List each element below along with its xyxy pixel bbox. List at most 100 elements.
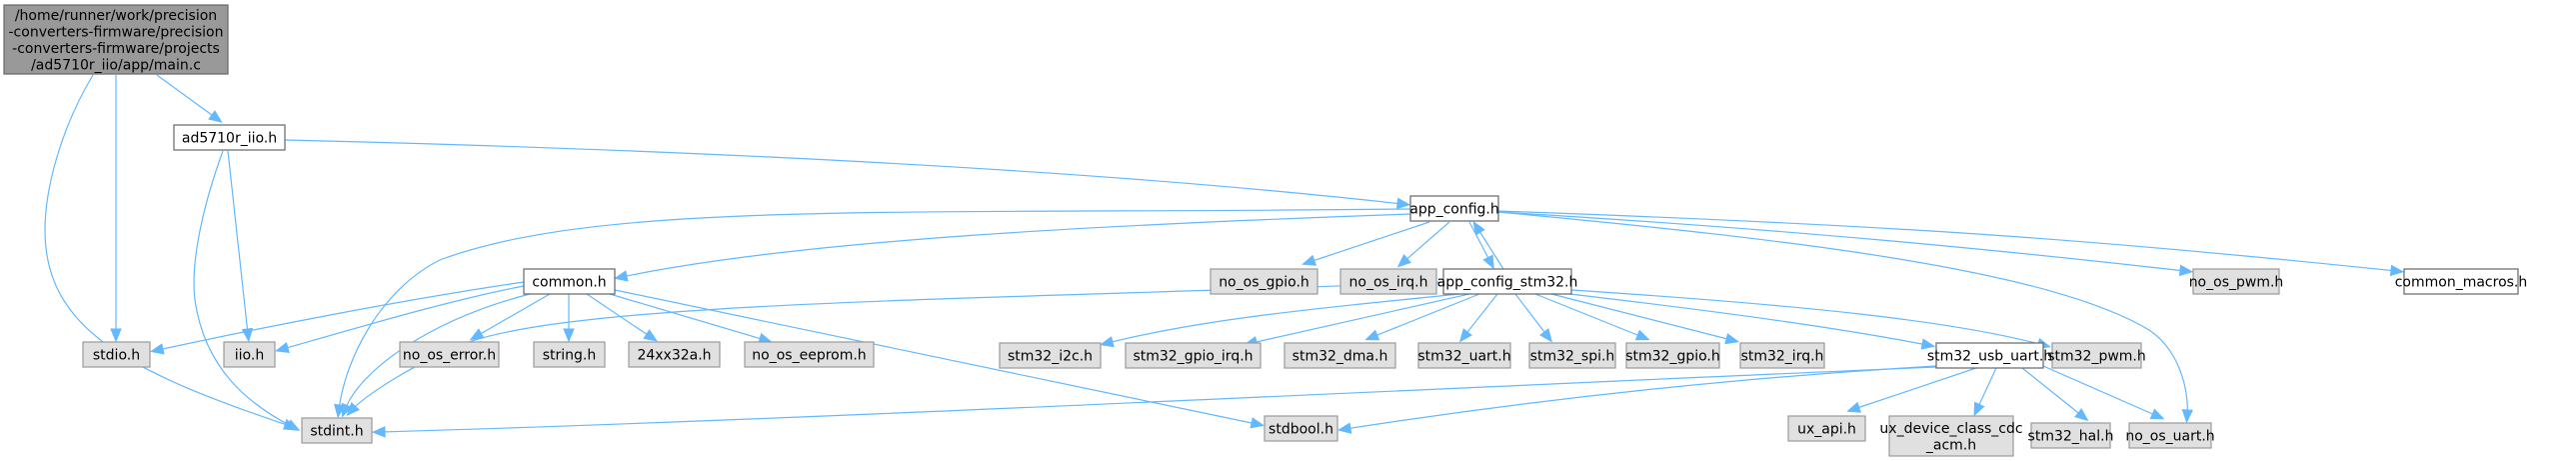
edge-line <box>1550 293 1732 341</box>
edge-line <box>609 293 766 341</box>
arrowhead-icon <box>1364 329 1380 341</box>
edge-line <box>476 293 551 337</box>
edge-stm32_usb_uart-to-stdint <box>371 366 1937 438</box>
node-ad5710r-iio[interactable]: ad5710r_iio.h <box>173 124 286 151</box>
node-label: stdio.h <box>93 348 140 364</box>
node-common[interactable]: common.h <box>523 268 616 295</box>
node-main[interactable]: /home/runner/work/precision-converters-f… <box>3 4 229 75</box>
node-stm32-pwm: stm32_pwm.h <box>2047 342 2146 369</box>
node-box <box>301 417 373 444</box>
edge-line <box>1463 293 1498 337</box>
node-stm32-irq: stm32_irq.h <box>1739 342 1825 369</box>
node-label: stm32_spi.h <box>1530 349 1615 365</box>
edge-line <box>2021 367 2083 417</box>
node-box <box>1739 342 1825 369</box>
node-no-os-pwm: no_os_pwm.h <box>2189 268 2283 295</box>
arrowhead-icon <box>1634 329 1650 341</box>
edge-app_config_stm32-to-stm32_usb_uart <box>1560 292 1936 350</box>
node-no-os-uart: no_os_uart.h <box>2125 422 2215 449</box>
node-stm32-dma: stm32_dma.h <box>1284 342 1396 369</box>
node-label: no_os_gpio.h <box>1219 275 1309 291</box>
edge-line <box>1534 293 1643 338</box>
node-box <box>1442 268 1572 295</box>
node-stm32-gpio-irq: stm32_gpio_irq.h <box>1125 342 1262 369</box>
edge-line <box>284 139 1403 205</box>
edge-app_config_stm32-to-stm32_spi <box>1514 293 1553 343</box>
node-box <box>2051 342 2142 369</box>
edge-line <box>1976 367 1997 410</box>
node-stm32-uart: stm32_uart.h <box>1417 342 1511 369</box>
node-label: -converters-firmware/precision <box>9 24 224 40</box>
node-label: ux_api.h <box>1797 422 1856 438</box>
arrowhead-icon <box>1301 254 1317 266</box>
node-box <box>3 4 229 75</box>
node-label: stm32_uart.h <box>1417 349 1510 365</box>
node-label: stdbool.h <box>1269 422 1333 438</box>
arrowhead-icon <box>1472 220 1485 236</box>
node-box <box>2192 268 2280 295</box>
edge-common-to-24xx32a <box>586 293 658 342</box>
edge-line <box>379 366 1937 433</box>
arrowhead-icon <box>341 402 353 418</box>
arrowhead-icon <box>613 270 629 282</box>
edge-line <box>1251 293 1470 344</box>
edge-common-to-iio <box>275 285 525 354</box>
node-stdint: stdint.h <box>301 417 373 444</box>
edge-common-to-string <box>563 294 575 343</box>
edge-line <box>1514 293 1548 337</box>
edge-app_config_stm32-to-stm32_gpio <box>1534 293 1650 341</box>
arrowhead-icon <box>469 328 485 341</box>
arrowhead-icon <box>1539 328 1553 343</box>
node-label: no_os_irq.h <box>1349 275 1428 291</box>
node-common-macros[interactable]: common_macros.h <box>2395 268 2528 295</box>
edge-line <box>351 281 1444 411</box>
node-box <box>2403 268 2519 295</box>
edge-line <box>1308 221 1430 263</box>
edge-line <box>1468 221 1491 263</box>
node-label: common_macros.h <box>2395 275 2528 291</box>
edge-common-to-no_os_error <box>469 293 551 341</box>
arrowhead-icon <box>2389 264 2405 277</box>
edge-app_config-to-common_macros <box>1497 210 2405 277</box>
edge-ad5710r_iio-to-stdint <box>193 150 301 431</box>
node-label: stm32_dma.h <box>1292 349 1388 365</box>
arrowhead-icon <box>149 343 165 355</box>
node-no-os-irq: no_os_irq.h <box>1339 268 1437 295</box>
edge-line <box>1497 210 2397 272</box>
edge-line <box>193 150 294 428</box>
node-stm32-usb-uart[interactable]: stm32_usb_uart.h <box>1927 342 2052 369</box>
edge-line <box>1497 211 2186 272</box>
node-label: stm32_hal.h <box>2028 429 2114 445</box>
arrowhead-icon <box>643 329 658 342</box>
node-label: ux_device_class_cdc <box>1879 421 2022 437</box>
node-label: app_config.h <box>1409 202 1499 218</box>
edge-ad5710r_iio-to-iio <box>227 150 254 343</box>
node-ux-device-class-cdc-acm: ux_device_class_cdc_acm.h <box>1879 415 2023 457</box>
arrowhead-icon <box>1724 333 1740 345</box>
node-label: -converters-firmware/projects <box>12 41 220 57</box>
arrowhead-icon <box>208 110 223 123</box>
node-label: 24xx32a.h <box>637 348 711 364</box>
node-string: string.h <box>533 341 606 368</box>
edge-app_config-to-no_os_gpio <box>1301 221 1430 266</box>
node-box <box>1339 268 1437 295</box>
node-stm32-i2c: stm32_i2c.h <box>999 342 1102 369</box>
node-box <box>1284 342 1396 369</box>
node-box <box>2128 422 2212 449</box>
node-app-config-stm32[interactable]: app_config_stm32.h <box>1437 268 1578 295</box>
arrowhead-icon <box>275 341 290 354</box>
node-label: stm32_gpio.h <box>1625 349 1720 365</box>
node-box <box>1264 415 1338 442</box>
arrowhead-icon <box>1336 422 1352 434</box>
edge-stm32_usb_uart-to-no_os_uart <box>2042 365 2165 420</box>
node-box <box>533 341 606 368</box>
edge-main-to-ad5710r_iio <box>156 74 223 123</box>
node-app-config[interactable]: app_config.h <box>1409 195 1499 222</box>
edge-ad5710r_iio-to-app_config <box>284 139 1411 210</box>
node-label: no_os_uart.h <box>2125 429 2214 445</box>
edge-app_config-to-no_os_irq <box>1396 221 1450 268</box>
edge-line <box>1371 293 1480 338</box>
node-label: ad5710r_iio.h <box>182 131 277 147</box>
edge-line <box>156 74 217 119</box>
